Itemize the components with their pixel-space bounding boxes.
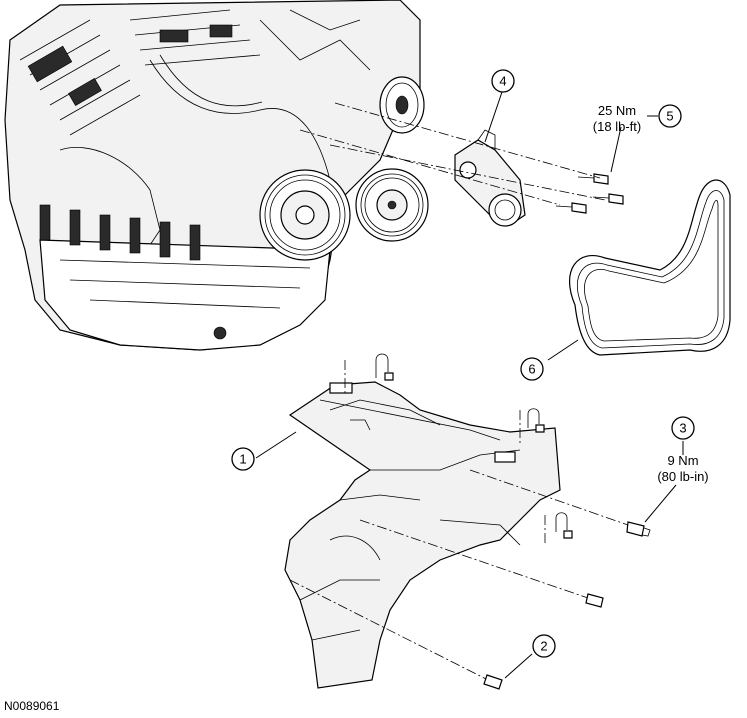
callout-3-label: 3 <box>679 421 686 436</box>
tensioner-bolts <box>555 173 624 214</box>
drive-belt <box>569 179 731 356</box>
ac-compressor-pulley <box>355 168 429 242</box>
shield-fasteners <box>375 353 573 539</box>
callout-5: 5 <box>658 104 682 128</box>
crankshaft-pulley <box>259 169 351 261</box>
torque-5-imperial: (18 lb-ft) <box>593 119 641 134</box>
torque-5-metric: 25 Nm <box>598 103 636 118</box>
torque-spec-5: 25 Nm (18 lb-ft) <box>593 103 641 134</box>
callout-3: 3 <box>671 416 695 440</box>
callout-4-label: 4 <box>499 74 506 89</box>
callout-6: 6 <box>520 357 544 381</box>
torque-3-metric: 9 Nm <box>667 453 698 468</box>
callout-4: 4 <box>491 69 515 93</box>
engine-assembly <box>4 0 429 351</box>
injector-row <box>39 204 201 261</box>
shield-bolts <box>289 469 651 690</box>
splash-shield <box>284 381 561 689</box>
callout-5-label: 5 <box>666 109 673 124</box>
callout-6-label: 6 <box>528 362 535 377</box>
callout-2: 2 <box>532 634 556 658</box>
callout-2-label: 2 <box>540 639 547 654</box>
belt-tensioner <box>454 129 526 227</box>
upper-pulley <box>379 76 425 134</box>
valve-cover-ribs <box>19 9 261 136</box>
callout-1-label: 1 <box>239 452 246 467</box>
callout-leaders <box>255 91 684 679</box>
figure-id: N0089061 <box>4 699 60 713</box>
torque-3-imperial: (80 lb-in) <box>657 469 708 484</box>
torque-spec-3: 9 Nm (80 lb-in) <box>657 453 708 484</box>
callout-1: 1 <box>231 447 255 471</box>
